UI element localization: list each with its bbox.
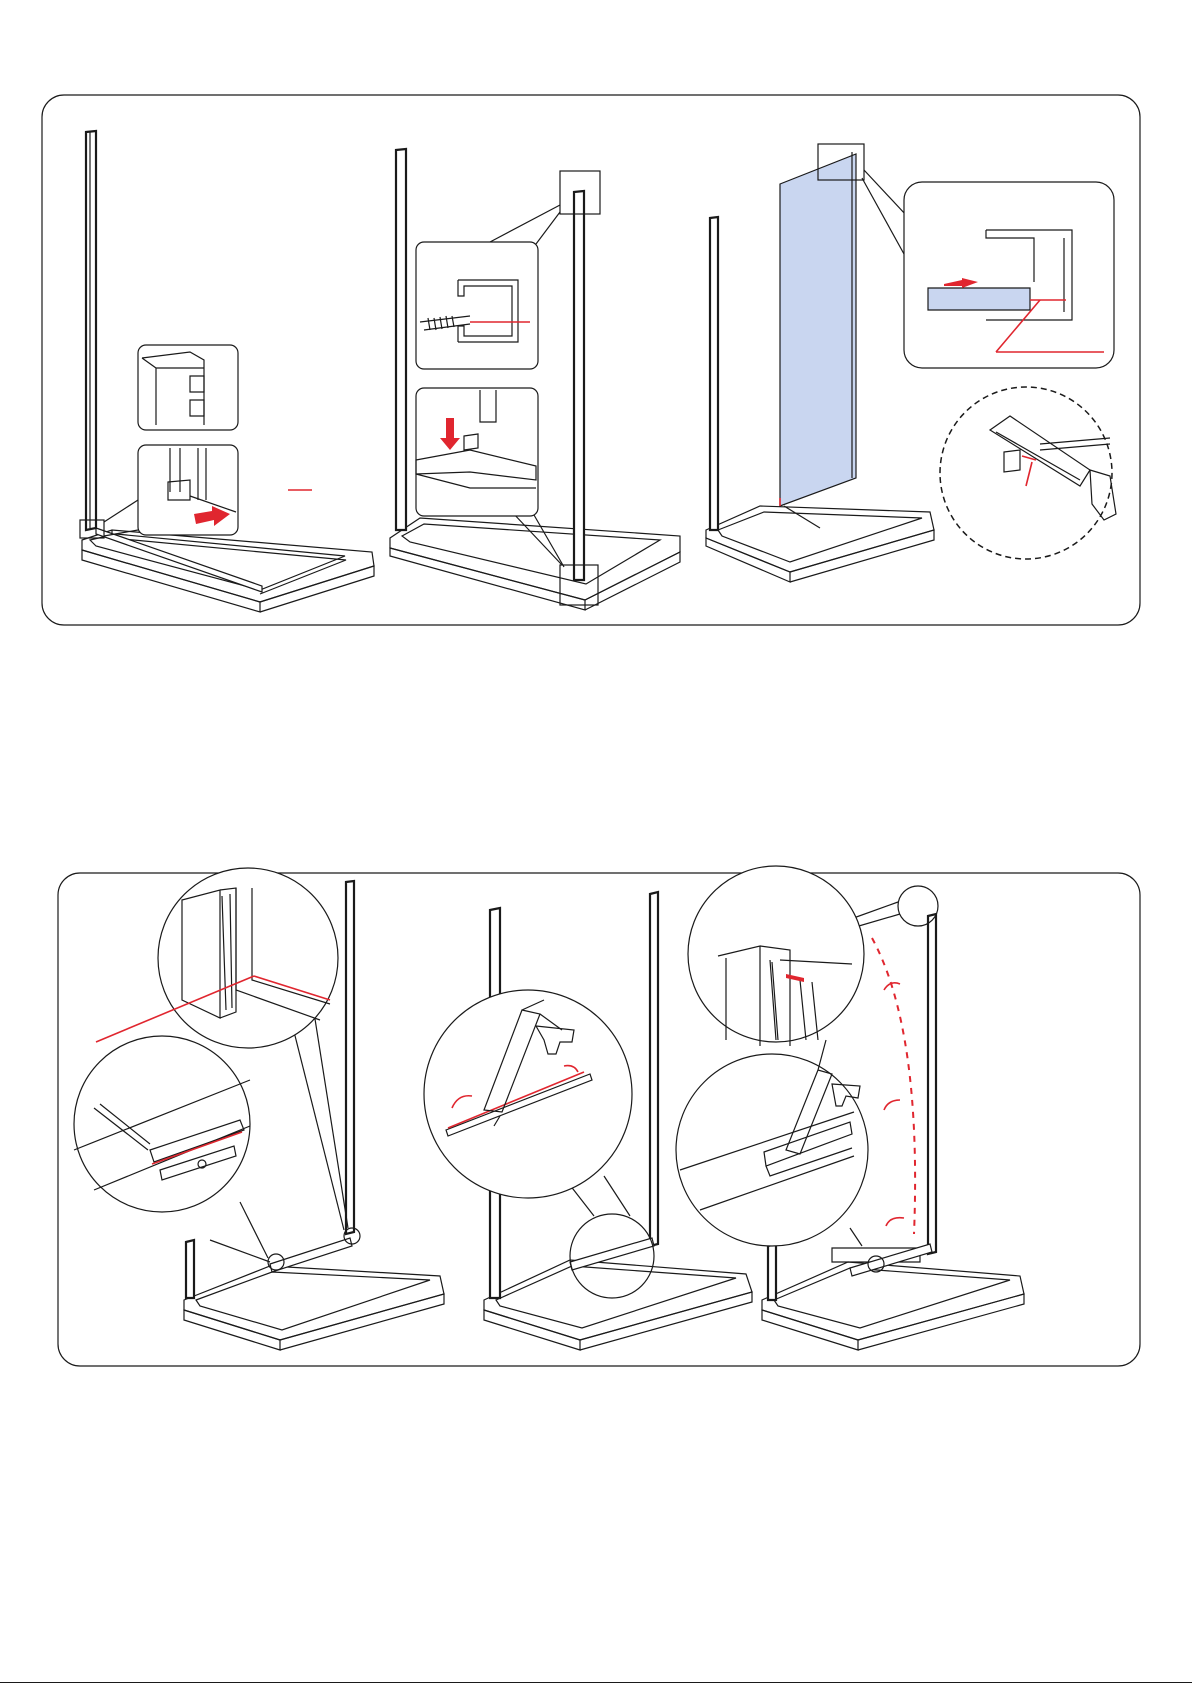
glass-panel <box>780 154 856 506</box>
detail-screw <box>416 242 538 369</box>
detail-end-cap <box>138 445 238 535</box>
detail-profile-section <box>138 345 238 430</box>
step2-figure <box>390 149 680 610</box>
footer-rule <box>0 1682 1192 1683</box>
detail-cutting-saw <box>940 387 1112 559</box>
detail-seal-strip <box>74 1036 250 1212</box>
detail-silicone-gun <box>424 990 632 1198</box>
detail-seal-corner <box>158 868 338 1048</box>
detail-glass-section <box>904 182 1114 368</box>
detail-glass-bottom <box>676 1054 868 1246</box>
step4-figure <box>74 868 444 1350</box>
step1-figure <box>80 131 374 612</box>
step3-figure <box>706 144 1116 582</box>
